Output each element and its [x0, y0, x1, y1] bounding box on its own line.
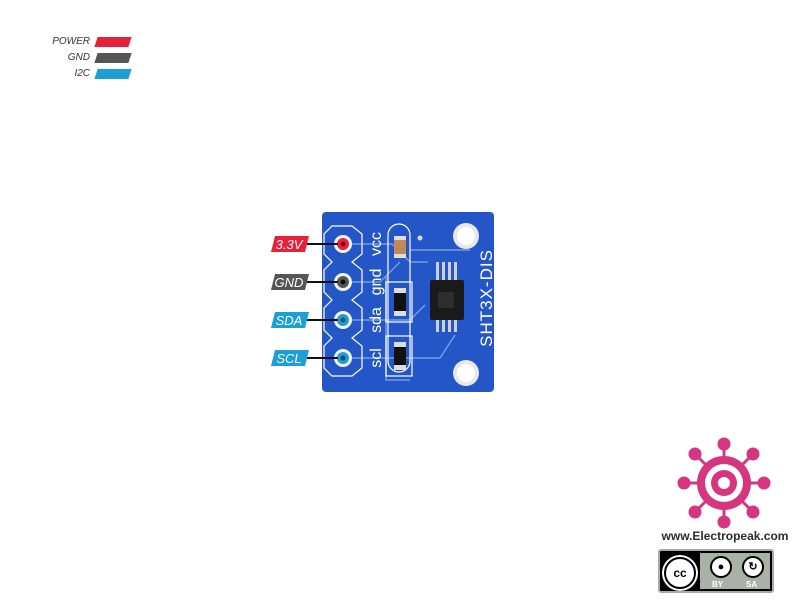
cc-license-badge: cc ● ↻ BY SA [658, 549, 774, 593]
sensor-chip [430, 262, 464, 332]
silk-pin-vcc: vcc [368, 232, 385, 256]
board-name: SHT3X-DIS [477, 249, 496, 347]
legend-label: I2C [74, 68, 90, 79]
cc-icon: cc [664, 557, 696, 589]
pin-tag-label: SDA [276, 313, 303, 328]
pad-dot [417, 235, 423, 241]
connector-wires [307, 243, 338, 359]
legend-row-i2c: I2C [0, 66, 140, 82]
silk-pin-scl: scl [368, 348, 385, 368]
pin-tag-label: SCL [276, 351, 301, 366]
header-pin-gnd [334, 273, 352, 291]
header-pin-scl [334, 349, 352, 367]
legend-label: GND [67, 52, 90, 63]
cc-attribution-strip: ● ↻ [700, 553, 770, 589]
pin-tag-label: GND [275, 275, 304, 290]
electropeak-branding: www.Electropeak.com cc ● ↻ BY SA [650, 435, 800, 600]
website-url: www.Electropeak.com [661, 529, 789, 543]
legend-row-gnd: GND [0, 50, 140, 66]
mounting-hole-top [453, 223, 479, 249]
silk-pin-sda: sda [368, 307, 385, 333]
person-icon: ● [710, 556, 732, 578]
silk-pin-gnd: gnd [368, 269, 385, 296]
header-pin-vcc [334, 235, 352, 253]
pin-tag-sda: SDA [271, 312, 309, 328]
electropeak-logo-icon [677, 437, 771, 529]
wire-legend: POWER GND I2C [0, 34, 140, 82]
capacitor [394, 236, 406, 258]
resistor-2 [394, 342, 406, 370]
legend-row-power: POWER [0, 34, 140, 50]
share-alike-icon: ↻ [742, 556, 764, 578]
pin-tag-3v3: 3.3V [271, 236, 309, 252]
legend-label: POWER [52, 36, 90, 47]
pin-tag-scl: SCL [271, 350, 309, 366]
pin-tag-gnd: GND [271, 274, 309, 290]
cc-by-tag: BY [712, 580, 724, 589]
pin-tag-label: 3.3V [276, 237, 304, 252]
header-pin-sda [334, 311, 352, 329]
resistor-1 [394, 288, 406, 316]
header-outline [323, 223, 413, 377]
cc-sa-tag: SA [746, 580, 758, 589]
sht3x-board [322, 212, 494, 392]
mounting-hole-bottom [453, 360, 479, 386]
